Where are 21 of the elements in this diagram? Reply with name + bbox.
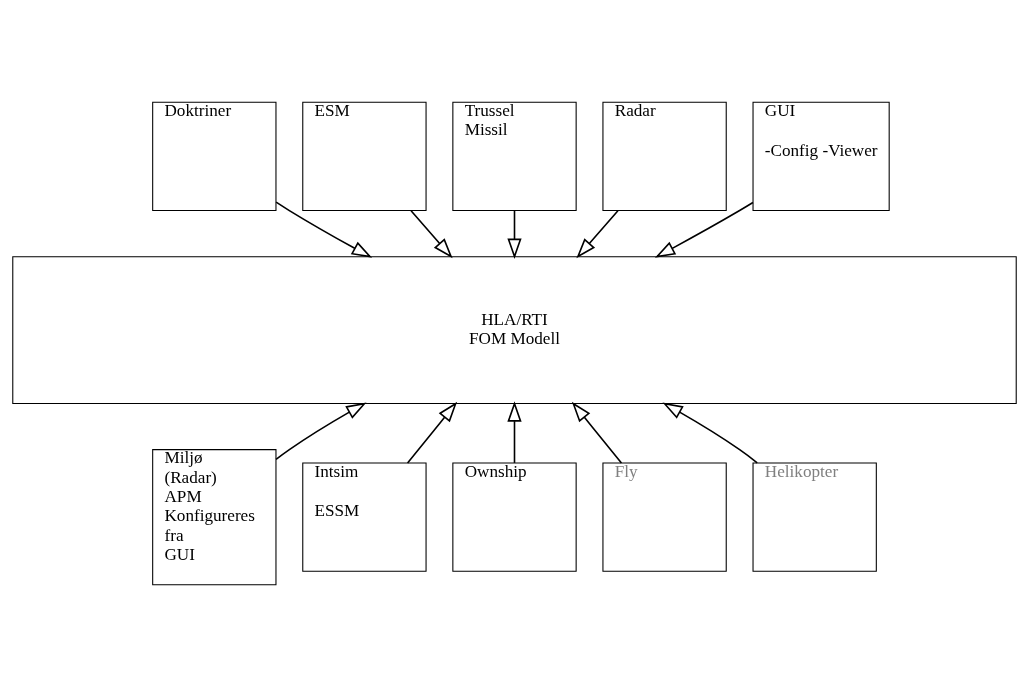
node-box: HLA/RTI FOM Modell [12,256,1017,405]
node-box: Intsim ESSM [302,462,427,572]
node-box: Fly [602,462,727,572]
node-box: Trussel Missil [452,101,577,212]
node-box: ESM [302,101,427,212]
arrow [507,210,522,259]
arrow [410,210,453,259]
arrow [576,210,619,259]
arrow [662,402,758,464]
node-box: Helikopter [752,462,877,572]
arrow [654,201,754,258]
node-box: GUI -Config -Viewer [752,101,890,212]
node-box: Radar [602,101,727,212]
node-box: Ownship [452,462,577,572]
arrow [275,402,367,461]
node-box: Doktriner [152,101,277,212]
arrow [571,401,623,464]
arrow [275,201,373,258]
arrow [507,401,522,464]
node-box: Miljø (Radar) APM Konfigureres fra GUI [152,449,277,586]
arrow [406,401,458,464]
